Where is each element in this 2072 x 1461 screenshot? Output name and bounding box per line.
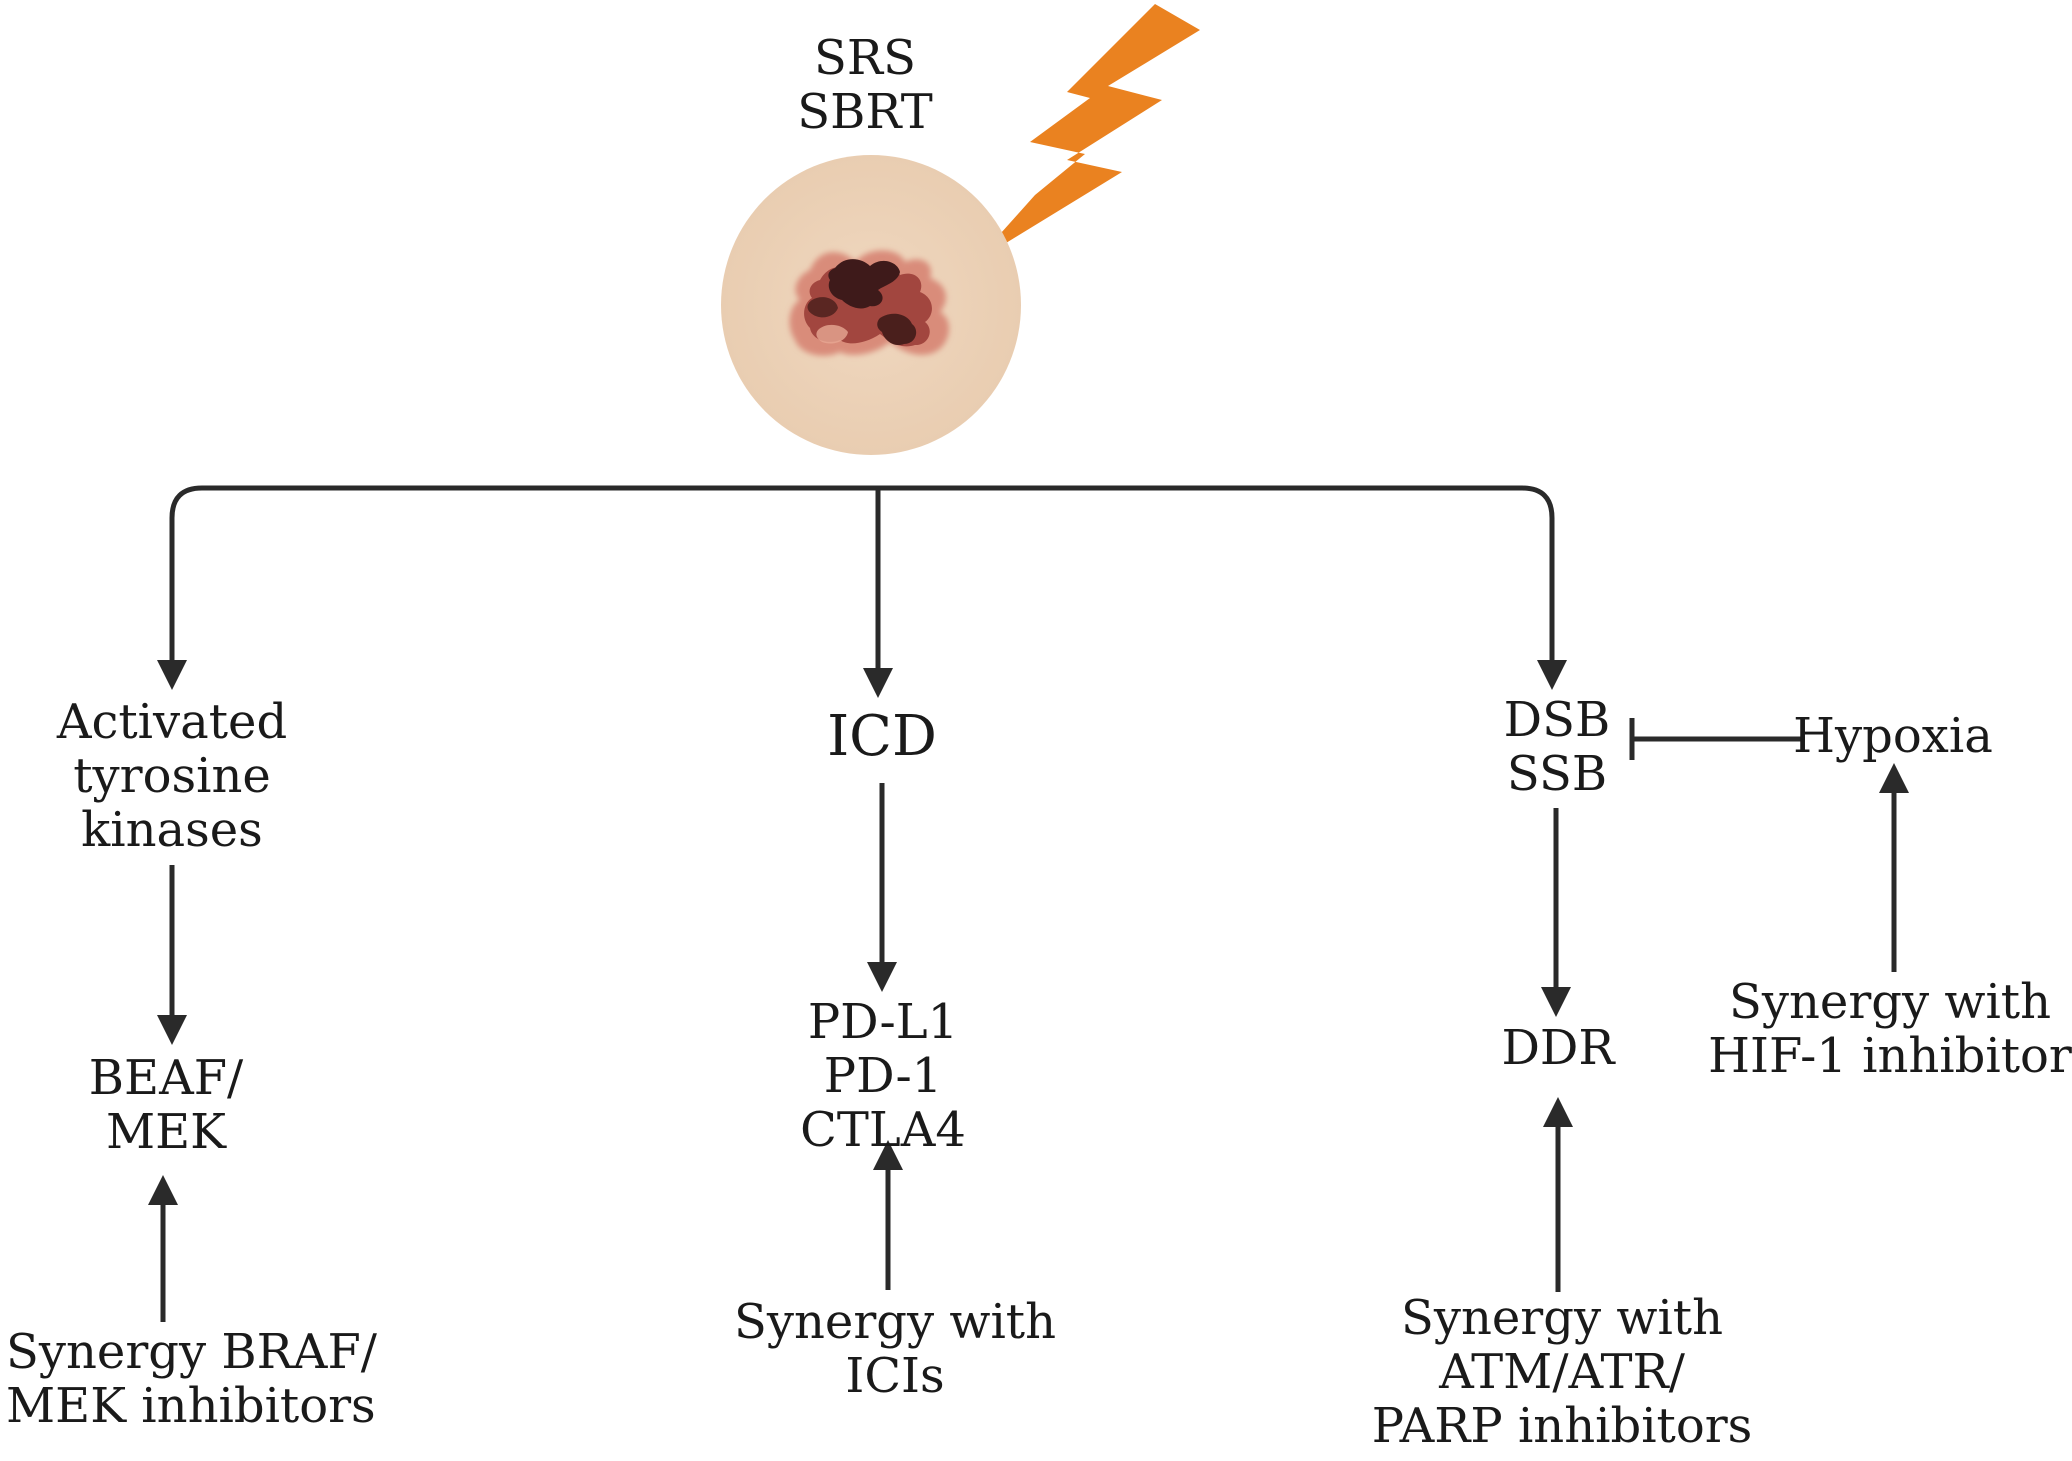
right-effect-label: DSB SSB: [1503, 692, 1611, 802]
right-synergy-label: Synergy with ATM/ATR/ PARP inhibitors: [1371, 1290, 1753, 1454]
arrowhead-right-ddr: [1541, 987, 1571, 1017]
middle-synergy-label: Synergy with ICIs: [733, 1294, 1057, 1404]
left-effect-line-3: kinases: [81, 801, 263, 858]
arrowhead-left-target: [157, 1015, 187, 1045]
arrowhead-left-synergy: [148, 1175, 178, 1205]
left-synergy-label: Synergy BRAF/ MEK inhibitors: [6, 1324, 377, 1434]
left-target-line-1: BEAF/: [88, 1050, 244, 1106]
hypoxia-label: Hypoxia: [1793, 708, 1993, 764]
arrowhead-middle-target: [867, 962, 897, 992]
hif-synergy-line-1: Synergy with: [1728, 974, 2052, 1030]
arrowhead-right-synergy: [1543, 1097, 1573, 1127]
middle-synergy-line-1: Synergy with: [733, 1294, 1057, 1350]
lightning-bolt-icon: [975, 4, 1200, 262]
branch-bracket: [169, 485, 1555, 662]
left-effect-line-1: Activated: [56, 694, 288, 750]
left-effect-label: Activated tyrosine kinases: [56, 694, 288, 858]
right-synergy-line-3: PARP inhibitors: [1371, 1397, 1753, 1454]
right-effect-line-1: DSB: [1503, 692, 1611, 748]
middle-synergy-line-2: ICIs: [845, 1347, 945, 1404]
left-effect-line-2: tyrosine: [73, 747, 271, 804]
hif-synergy-label: Synergy with HIF-1 inhibitor: [1708, 974, 2072, 1084]
right-effect-line-2: SSB: [1506, 745, 1608, 802]
arrowhead-middle-synergy: [873, 1140, 903, 1170]
treatment-line-2: SBRT: [797, 83, 933, 140]
right-target-label: DDR: [1501, 1020, 1615, 1076]
middle-effect-text: ICD: [827, 704, 937, 769]
middle-target-line-1: PD-L1: [807, 994, 959, 1050]
treatment-line-1: SRS: [814, 30, 916, 86]
middle-target-label: PD-L1 PD-1 CTLA4: [800, 994, 966, 1158]
left-target-line-2: MEK: [105, 1103, 227, 1160]
middle-target-line-2: PD-1: [823, 1047, 943, 1104]
left-target-label: BEAF/ MEK: [88, 1050, 244, 1160]
right-synergy-line-2: ATM/ATR/: [1439, 1343, 1685, 1400]
arrowhead-right-top: [1537, 660, 1567, 690]
connector-lines: [160, 485, 1897, 1322]
arrowhead-middle-top: [863, 668, 893, 698]
right-synergy-line-1: Synergy with: [1400, 1290, 1723, 1346]
hif-synergy-line-2: HIF-1 inhibitor: [1708, 1027, 2072, 1084]
arrowhead-left-top: [157, 660, 187, 690]
arrowheads: [148, 660, 1909, 1205]
hypoxia-text: Hypoxia: [1793, 708, 1993, 764]
treatment-label: SRS SBRT: [797, 30, 933, 140]
left-synergy-line-2: MEK inhibitors: [6, 1377, 376, 1434]
left-synergy-line-1: Synergy BRAF/: [6, 1324, 377, 1380]
middle-target-line-3: CTLA4: [800, 1101, 966, 1158]
right-target-text: DDR: [1501, 1020, 1615, 1076]
middle-effect-label: ICD: [827, 704, 937, 769]
arrowhead-hypoxia: [1879, 763, 1909, 793]
tumor-lesion-icon: [721, 155, 1021, 455]
